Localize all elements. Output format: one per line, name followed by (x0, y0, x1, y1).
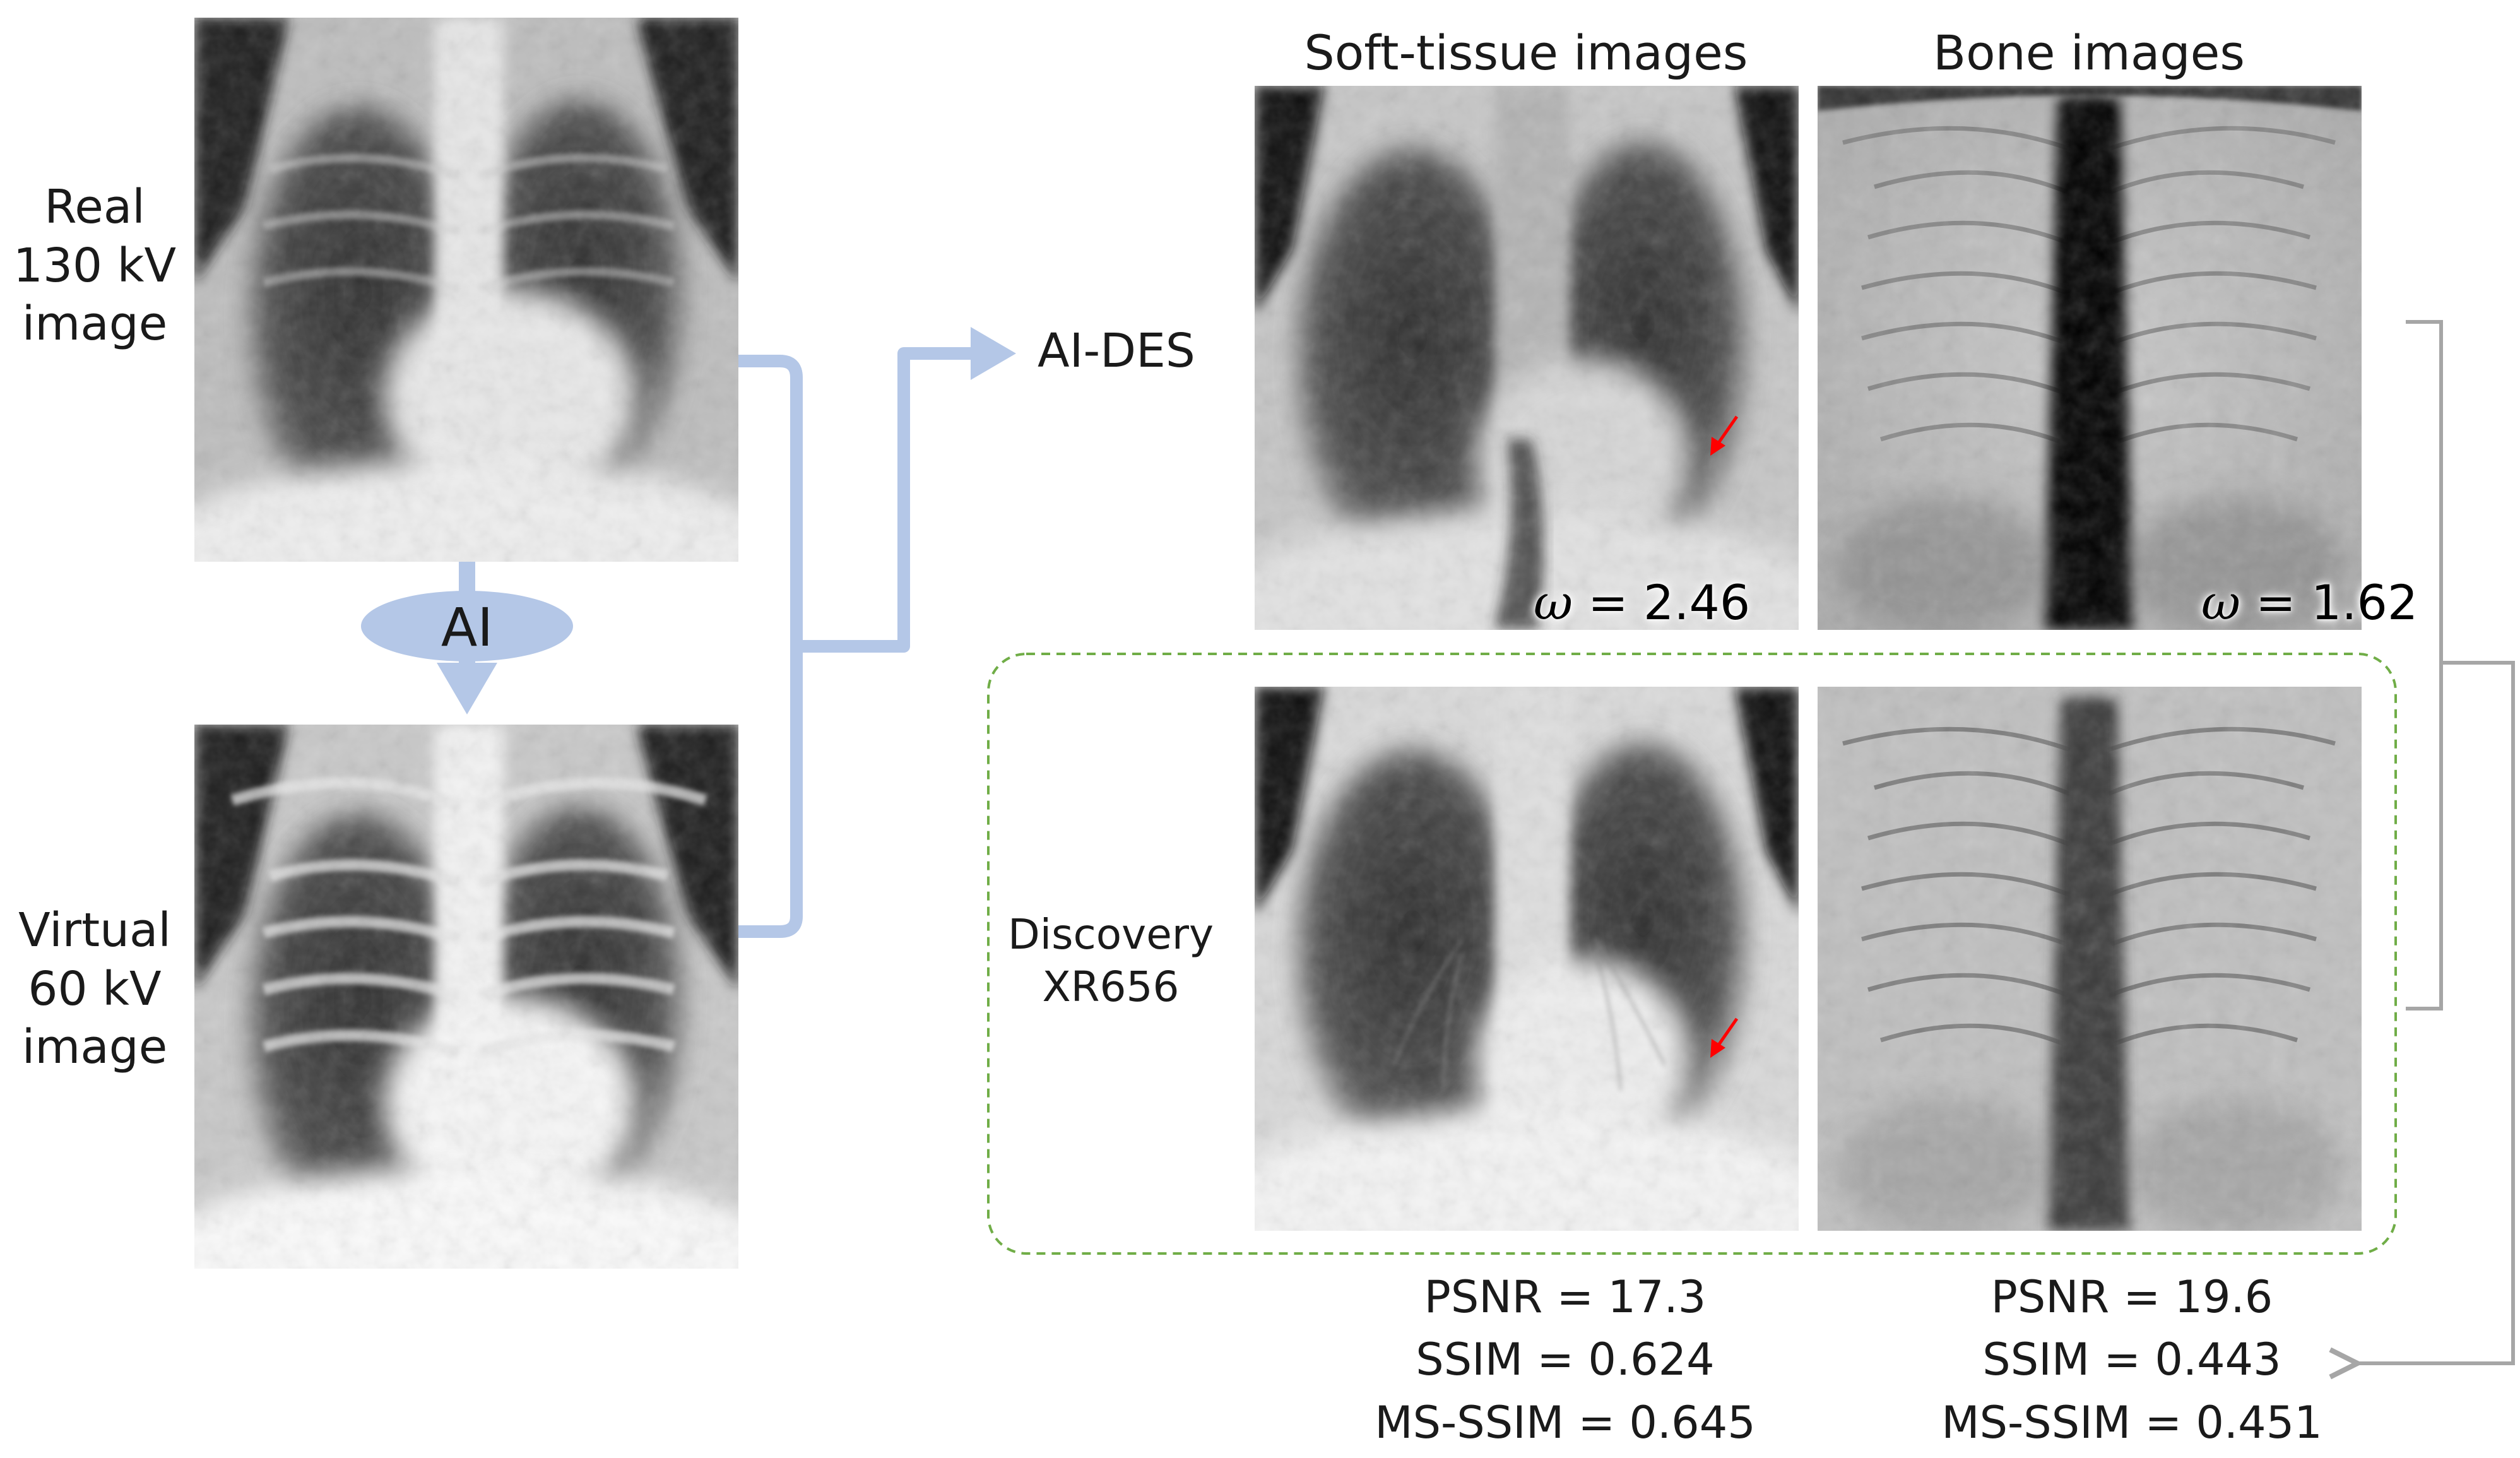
lesion-marker-arrow-reference (1710, 1017, 1739, 1058)
virtual-60kv-xray (194, 725, 738, 1269)
ai-des-label: AI-DES (1038, 324, 1195, 378)
real-130kv-label: Real 130 kV image (13, 180, 177, 351)
lesion-marker-arrow-ai (1710, 415, 1739, 456)
merge-connector (738, 347, 977, 938)
reference-bone-xray (1818, 687, 2362, 1231)
soft-tissue-weight: ω = 2.46 (1534, 574, 1751, 631)
reference-device-label: Discovery XR656 (1007, 910, 1214, 1011)
bone-weight: ω = 1.62 (2201, 574, 2418, 631)
virtual-60kv-label: Virtual 60 kV image (18, 903, 171, 1074)
reference-dashed-box (987, 653, 2397, 1255)
bone-metrics: PSNR = 19.6 SSIM = 0.443 MS-SSIM = 0.451 (1941, 1271, 2322, 1449)
ai-step-label: AI (441, 596, 494, 658)
soft-tissue-metrics: PSNR = 17.3 SSIM = 0.624 MS-SSIM = 0.645 (1375, 1271, 1756, 1449)
reference-soft-tissue-xray (1255, 687, 1799, 1231)
comparison-bracket (2354, 320, 2515, 1363)
real-130kv-xray (194, 18, 738, 562)
ai-ellipse (361, 591, 573, 661)
ai-des-arrowhead (971, 327, 1016, 380)
ai-des-bone-xray (1818, 86, 2362, 630)
soft-tissue-column-header: Soft-tissue images (1304, 25, 1748, 81)
bone-column-header: Bone images (1932, 25, 2245, 81)
ai-des-soft-tissue-xray (1255, 86, 1799, 630)
